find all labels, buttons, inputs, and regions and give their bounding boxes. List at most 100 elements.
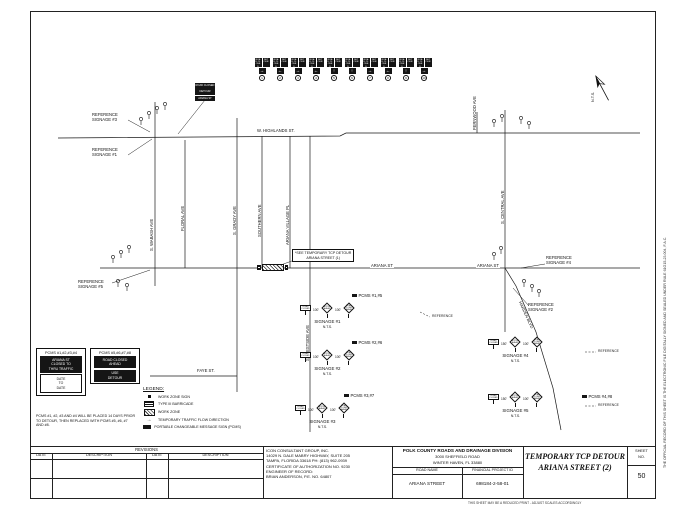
distance-label: 100': [522, 341, 529, 346]
distance-label: 100': [334, 354, 341, 359]
revisions-col-description: DESCRIPTION: [202, 453, 229, 458]
titleblock-divider: [392, 446, 393, 499]
arrow-plate-icon: →: [258, 68, 266, 74]
legend-item: PORTABLE CHANGEABLE MESSAGE SIGN (PCMS): [143, 424, 241, 429]
detour-plate: DETOUR: [370, 58, 378, 67]
titleblock-divider: [30, 446, 656, 447]
nts-label: N.T.S.: [510, 413, 521, 418]
road-closed-sign: ROAD CLOSED: [300, 304, 311, 312]
agency-city: WINTER HAVEN, FL 33880: [432, 459, 483, 465]
distance-label: 100': [329, 407, 336, 412]
distance-label: 100': [522, 396, 529, 401]
pcms-icon: [352, 340, 357, 345]
assembly-number: 9: [403, 75, 409, 81]
street-label-ariana-1: ARIANA ST: [370, 263, 394, 269]
type3-barricade-icon: [144, 400, 154, 407]
detour-plate: DETOUR: [424, 58, 432, 67]
pcms-icon: [582, 394, 587, 399]
road-closed-plate: ROAD CLOSED: [380, 58, 388, 67]
assembly-number: 3: [295, 75, 301, 81]
nts-label: N.T.S.: [317, 424, 328, 429]
road-closed-plate: ROAD CLOSED: [290, 58, 298, 67]
legend-item: WORK ZONE SIGN: [143, 395, 241, 399]
detour-plate: DETOUR: [388, 58, 396, 67]
signage-detail-label: SIGNAGE #1: [314, 318, 341, 324]
legend-title: LEGEND:: [143, 387, 165, 392]
detour-plate: DETOUR: [280, 58, 288, 67]
detour-plate: DETOUR: [406, 58, 414, 67]
road-closed-plate: ROAD CLOSED: [254, 58, 262, 67]
distance-label: 100': [334, 307, 341, 312]
arrow-plate-icon: →: [294, 68, 302, 74]
arrow-plate-icon: ←: [384, 68, 392, 74]
arrow-plate-icon: ↑: [348, 68, 356, 74]
signage-detail-1: ROAD CLOSED 100' DETOUR AHEAD 100' ROAD …: [300, 302, 355, 329]
assembly-number: 4: [313, 75, 319, 81]
road-closed-sign: ROAD CLOSED: [300, 351, 311, 359]
arrow-plate-icon: ↑: [402, 68, 410, 74]
road-closed-sign: ROAD CLOSED: [295, 404, 306, 412]
road-closed-plate: ROAD CLOSED: [398, 58, 406, 67]
sheet-title-line1: TEMPORARY TCP DETOUR: [524, 452, 625, 461]
road-closed-sign: ROAD CLOSED: [488, 338, 499, 346]
distance-label: 100': [313, 307, 319, 312]
work-zone-hatch: [262, 264, 284, 271]
agency-line: [462, 466, 463, 499]
pcms-icon: [352, 293, 357, 298]
signage-detail-3: ROAD CLOSED 100' DETOUR AHEAD 100' ROAD …: [295, 402, 350, 429]
agency-line: [392, 466, 523, 468]
arrow-plate-icon: ↑: [330, 68, 338, 74]
distance-label: 100': [313, 354, 319, 359]
street-label-highlands: W. HIGHLANDS ST.: [256, 128, 296, 134]
flow-arrow-icon: →: [146, 416, 152, 423]
reference-tag: REFERENCE: [598, 349, 619, 353]
revisions-col-date: DATE: [152, 453, 162, 458]
agency-address: 3000 SHEFFIELD ROAD: [435, 454, 480, 459]
detour-plate: DETOUR: [352, 58, 360, 67]
consultant-block: ICON CONSULTANT GROUP, INC. 14029 N. DAL…: [266, 448, 351, 480]
sign-plate: ARIANA ST: [195, 95, 215, 102]
reference-tag: REFERENCE: [432, 314, 453, 318]
signage-detail-label: SIGNAGE #5: [502, 407, 529, 413]
road-closed-plate: ROAD CLOSED: [308, 58, 316, 67]
detour-plate: DETOUR: [316, 58, 324, 67]
legend: LEGEND: WORK ZONE SIGN TYPE III BARRICAD…: [143, 387, 241, 431]
arrow-plate-icon: ←: [276, 68, 284, 74]
legend-item: WORK ZONE: [143, 409, 241, 416]
detour-sign-stack: ROAD CLOSED DETOUR ARIANA ST: [195, 83, 215, 102]
assembly-number: 8: [385, 75, 391, 81]
distance-label: 100': [308, 407, 314, 412]
pcms-tag-4-8: PCMS #4,#8: [582, 394, 612, 399]
signage-detail-5: ROAD CLOSED 150' DETOUR AHEAD 100' ROAD …: [488, 391, 543, 418]
signage-detail-label: SIGNAGE #3: [309, 418, 336, 424]
pcms-icon: [344, 393, 349, 398]
sheet-title-line2: ARIANA STREET (2): [538, 463, 612, 472]
street-label-southern: SOUTHERN AVE: [257, 204, 262, 238]
detour-plate: DETOUR: [262, 58, 270, 67]
nts-label: N.T.S.: [322, 371, 333, 376]
assembly-number: 2: [277, 75, 283, 81]
signage-detail-2: ROAD CLOSED 100' DETOUR AHEAD 100' ROAD …: [300, 349, 355, 376]
distance-label: 150': [501, 396, 507, 401]
detour-ahead-sign: DETOUR AHEAD: [321, 349, 333, 361]
street-label-floral: FLORAL AVE: [180, 205, 185, 231]
agency-name: POLK COUNTY ROADS AND DRAINAGE DIVISION: [402, 447, 513, 453]
arrow-plate-icon: →: [420, 68, 428, 74]
street-label-village-pl: ARIANA VILLAGE PL: [285, 204, 290, 245]
road-closed-ahead-sign: ROAD CLOSED AHEAD: [531, 336, 543, 348]
street-label-faye: FAYE ST.: [196, 368, 216, 374]
titleblock-divider: [627, 446, 628, 499]
type3-barricade-icon: [257, 264, 261, 270]
detour-ahead-sign: DETOUR AHEAD: [316, 402, 328, 414]
